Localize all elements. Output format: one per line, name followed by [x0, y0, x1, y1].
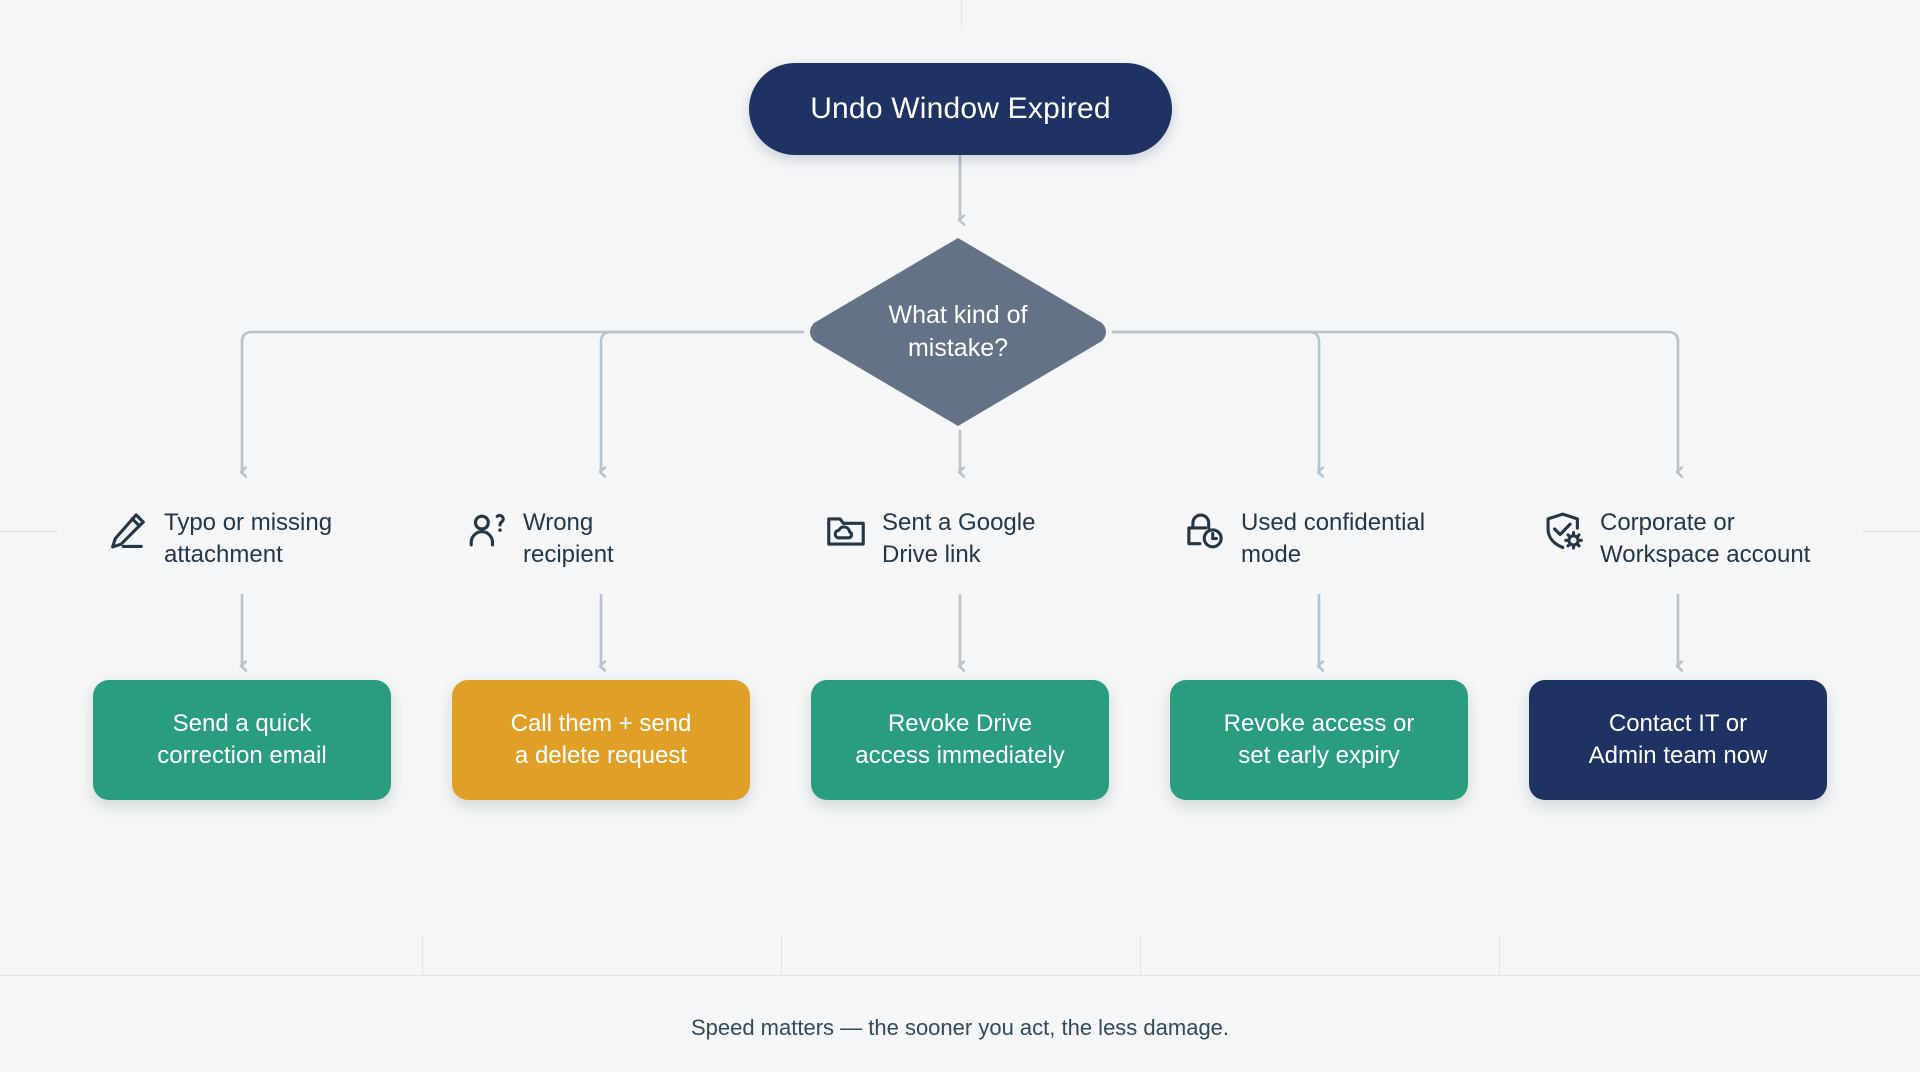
decision-node-label: What kind of mistake? [858, 299, 1058, 365]
branch-5-label: Corporate or Workspace account [1600, 505, 1810, 571]
branch-1: Typo or missing attachment [92, 505, 422, 571]
outcome-box-4-text: Revoke access or set early expiry [1224, 708, 1415, 772]
branch-1-label-line-1: Typo or missing [164, 509, 333, 536]
outcome-box-1[interactable]: Send a quick correction email [93, 680, 391, 800]
pencil-edit-icon [106, 509, 150, 553]
diamond-shape [810, 238, 1106, 426]
outcome-2-line-2: a delete request [514, 742, 688, 769]
outcome-3-line-1: Revoke Drive [887, 709, 1033, 737]
branch-2-label-line-1: Wrong [523, 509, 594, 536]
outcome-box-1-text: Send a quick correction email [157, 708, 326, 772]
branch-5: Corporate or Workspace account [1528, 505, 1858, 571]
outcome-box-5-text: Contact IT or Admin team now [1589, 708, 1768, 772]
outcome-2-line-1: Call them + send [510, 709, 692, 737]
branch-2-label: Wrong recipient [523, 505, 614, 571]
outcome-box-3[interactable]: Revoke Drive access immediately [811, 680, 1109, 800]
outcome-1-line-1: Send a quick [172, 709, 312, 737]
branch-3: Sent a Google Drive link [810, 505, 1140, 571]
branch-3-head: Sent a Google Drive link [810, 505, 1140, 571]
branch-3-label-line-2: Drive link [882, 541, 981, 569]
branch-3-label: Sent a Google Drive link [882, 505, 1035, 571]
branch-1-label-line-2: attachment [164, 541, 283, 569]
shield-check-gear-icon [1542, 509, 1586, 553]
lock-clock-icon [1183, 509, 1227, 553]
branch-2-label-line-2: recipient [523, 541, 614, 569]
branch-4: Used confidential mode [1169, 505, 1499, 571]
branch-4-label-line-2: mode [1241, 541, 1302, 569]
branch-1-label: Typo or missing attachment [164, 505, 332, 571]
branch-4-label: Used confidential mode [1241, 505, 1425, 571]
start-node-label: Undo Window Expired [810, 92, 1111, 125]
branch-5-label-line-2: Workspace account [1600, 541, 1811, 569]
outcome-5-line-2: Admin team now [1588, 742, 1768, 769]
outcome-4-line-2: set early expiry [1238, 742, 1400, 769]
decision-label-line-2: mistake? [907, 334, 1009, 362]
person-question-icon [465, 509, 509, 553]
branch-2: Wrong recipient [451, 505, 781, 571]
outcome-box-2[interactable]: Call them + send a delete request [452, 680, 750, 800]
branch-3-label-line-1: Sent a Google [882, 509, 1036, 536]
outcome-1-line-2: correction email [157, 742, 327, 769]
folder-cloud-icon [824, 509, 868, 553]
outcome-3-line-2: access immediately [855, 742, 1065, 769]
outcome-4-line-1: Revoke access or [1223, 709, 1415, 737]
decision-node[interactable]: What kind of mistake? [803, 233, 1113, 431]
footer-note: Speed matters — the sooner you act, the … [690, 1015, 1230, 1040]
outcome-box-4[interactable]: Revoke access or set early expiry [1170, 680, 1468, 800]
outcome-box-3-text: Revoke Drive access immediately [855, 708, 1064, 772]
outcome-5-line-1: Contact IT or [1608, 709, 1748, 737]
start-node[interactable]: Undo Window Expired [749, 63, 1172, 155]
branch-2-head: Wrong recipient [451, 505, 781, 571]
branch-1-head: Typo or missing attachment [92, 505, 422, 571]
branch-5-head: Corporate or Workspace account [1528, 505, 1858, 571]
branch-4-head: Used confidential mode [1169, 505, 1499, 571]
decision-label-line-1: What kind of [888, 301, 1028, 329]
branch-5-label-line-1: Corporate or [1600, 509, 1735, 536]
outcome-box-5[interactable]: Contact IT or Admin team now [1529, 680, 1827, 800]
outcome-box-2-text: Call them + send a delete request [511, 708, 692, 772]
branch-4-label-line-1: Used confidential [1241, 509, 1426, 536]
